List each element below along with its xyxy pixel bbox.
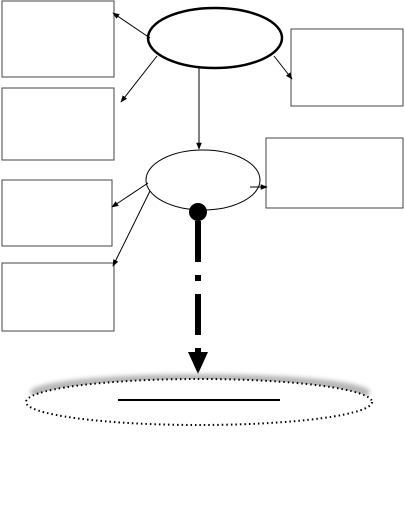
top-ellipse — [146, 6, 284, 70]
connector-start-dot — [189, 203, 207, 221]
middle-ellipse — [145, 149, 261, 211]
box-left-4 — [1, 262, 115, 332]
box-top-left — [1, 0, 115, 78]
box-left-2 — [1, 87, 115, 161]
box-left-3 — [1, 179, 113, 247]
arrow-middle-to-box-left-3 — [111, 182, 149, 208]
arrow-top-to-box-top-right — [273, 55, 293, 80]
arrow-middle-to-box-left-4 — [112, 190, 151, 267]
bottom-ellipse — [25, 378, 373, 426]
arrow-top-to-box-left-2 — [120, 55, 158, 103]
connector-arrowhead — [188, 352, 208, 374]
box-middle-right — [265, 137, 404, 209]
arrow-top-to-box-top-left — [112, 12, 151, 39]
box-top-right — [290, 28, 404, 107]
